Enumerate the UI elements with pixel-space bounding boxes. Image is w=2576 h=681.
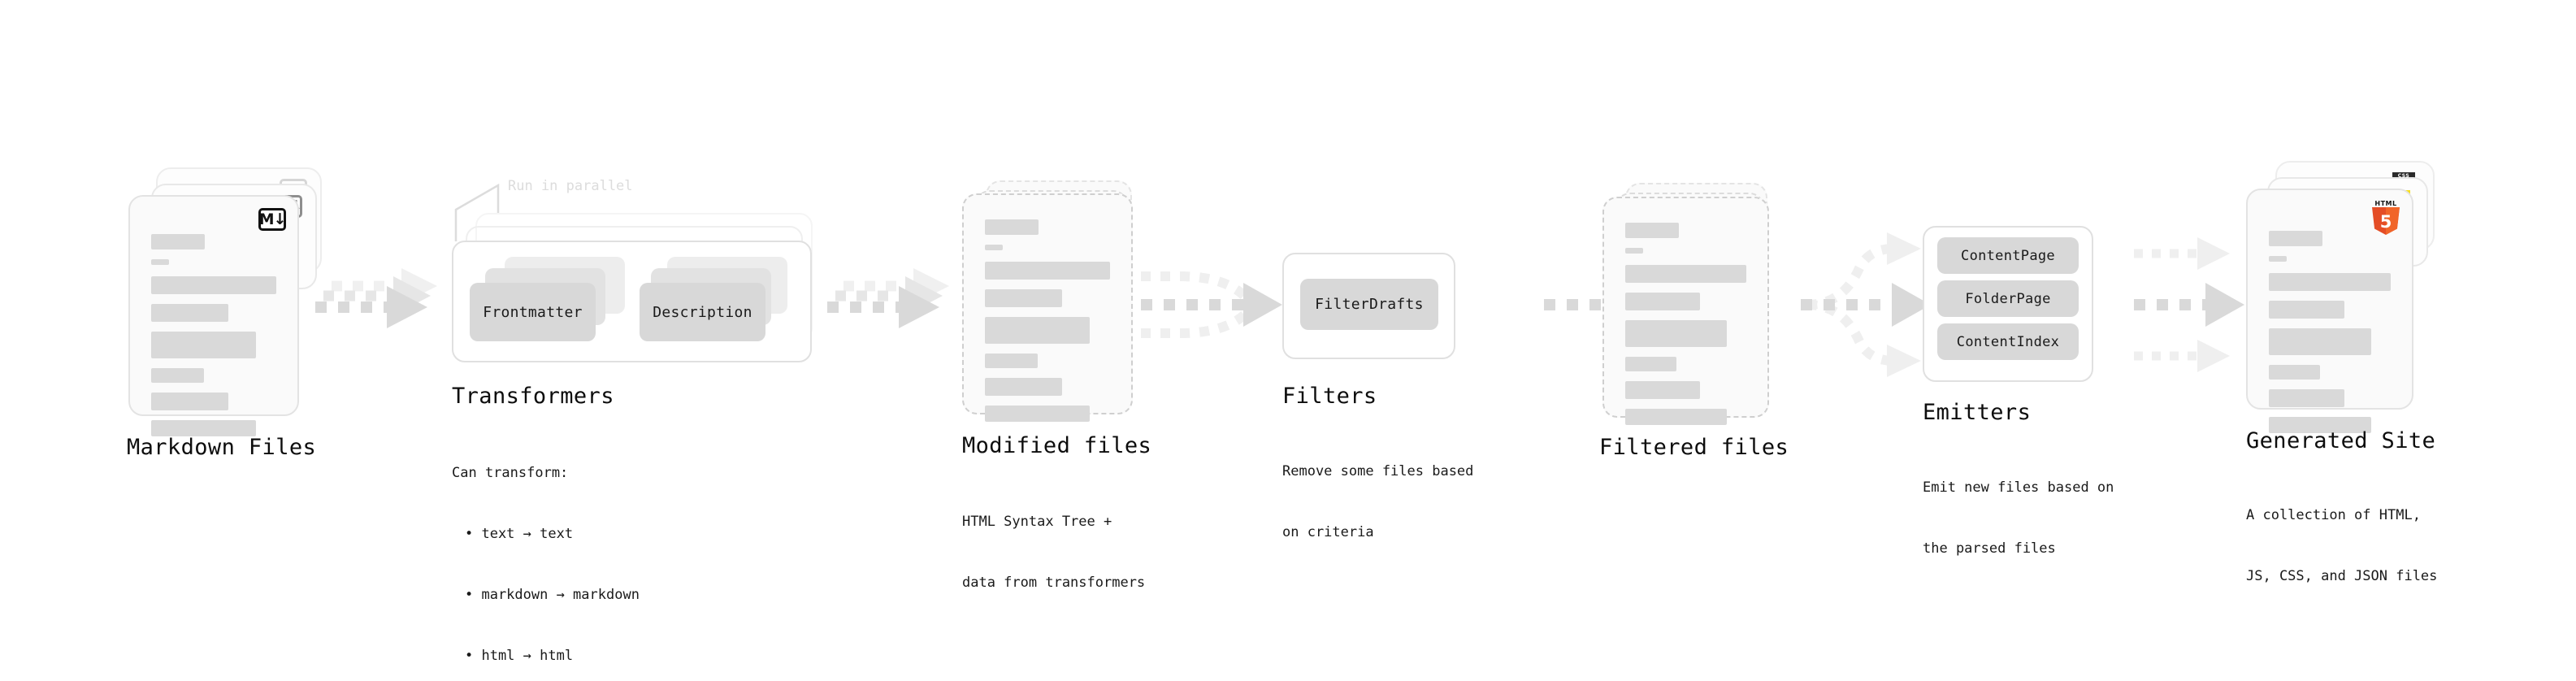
transformer-node-description-label: Description [653,303,752,321]
emitter-node-folderpage-label: FolderPage [1965,290,2051,307]
transformers-caption-bullet-0: • text → text [465,526,574,542]
generated-site-caption-line-0: A collection of HTML, [2246,507,2421,523]
html5-icon-digit: 5 [2379,211,2392,232]
css-icon-word: CSS [2392,172,2415,180]
transformers-title: Transformers [452,384,614,409]
filters-caption: Remove some files based on criteria [1282,421,1473,583]
html5-icon: HTML 5 [2371,200,2400,236]
modified-files-title: Modified files [962,433,1152,458]
markdown-file-card-front: M↓ [128,195,299,436]
connector-transformers-to-modified [827,268,949,328]
modified-files-caption-line-1: data from transformers [962,575,1146,591]
transformers-caption-bullet-2: • html → html [465,648,574,664]
run-in-parallel-label: Run in parallel [508,178,633,194]
connector-filtered-to-emitters [1801,232,1931,377]
emitter-node-folderpage[interactable]: FolderPage [1937,280,2079,317]
filter-node-filterdrafts[interactable]: FilterDrafts [1300,279,1438,330]
emitters-caption: Emit new files based on the parsed files [1923,437,2114,600]
modified-file-card-front [962,193,1133,422]
generated-site-title: Generated Site [2246,428,2436,453]
generated-placeholder-bars [2269,231,2391,443]
generated-site-caption-line-1: JS, CSS, and JSON files [2246,568,2438,584]
filtered-placeholder-bars [1625,223,1746,435]
markdown-placeholder-bars [151,234,276,446]
modified-files-caption: HTML Syntax Tree + data from transformer… [962,471,1145,634]
transformer-node-description[interactable]: Description [640,283,765,341]
filters-caption-line-0: Remove some files based [1282,463,1474,479]
filters-title: Filters [1282,384,1377,409]
emitters-title: Emitters [1923,400,2032,425]
emitter-node-contentindex[interactable]: ContentIndex [1937,323,2079,360]
generated-file-card-front: HTML 5 [2246,189,2413,433]
connector-emitters-to-generated [2134,237,2244,372]
transformer-node-frontmatter-label: Frontmatter [483,303,583,321]
transformers-caption-heading: Can transform: [452,465,569,481]
markdown-title: Markdown Files [127,435,317,460]
emitters-caption-line-1: the parsed files [1923,540,2056,557]
filtered-files-title: Filtered files [1599,435,1789,460]
emitter-node-contentpage[interactable]: ContentPage [1937,237,2079,274]
filter-node-filterdrafts-label: FilterDrafts [1315,296,1424,313]
emitter-node-contentindex-label: ContentIndex [1956,333,2060,350]
modified-files-caption-line-0: HTML Syntax Tree + [962,514,1112,530]
filtered-file-card-front [1602,197,1769,425]
transformer-node-frontmatter[interactable]: Frontmatter [470,283,596,341]
markdown-icon: M↓ [258,208,286,231]
filters-caption-line-1: on criteria [1282,524,1374,540]
markdown-icon-glyph: M↓ [258,210,287,228]
emitters-caption-line-0: Emit new files based on [1923,479,2114,496]
connector-modified-to-filters [1141,271,1282,338]
modified-placeholder-bars [985,219,1110,432]
html5-icon-word: HTML [2374,200,2397,207]
transformers-caption-bullet-1: • markdown → markdown [465,587,640,603]
connector-markdown-to-transformers [315,268,437,328]
transformers-caption: Can transform: • text → text • markdown … [452,423,640,681]
generated-site-caption: A collection of HTML, JS, CSS, and JSON … [2246,465,2437,627]
emitter-node-contentpage-label: ContentPage [1961,247,2055,264]
